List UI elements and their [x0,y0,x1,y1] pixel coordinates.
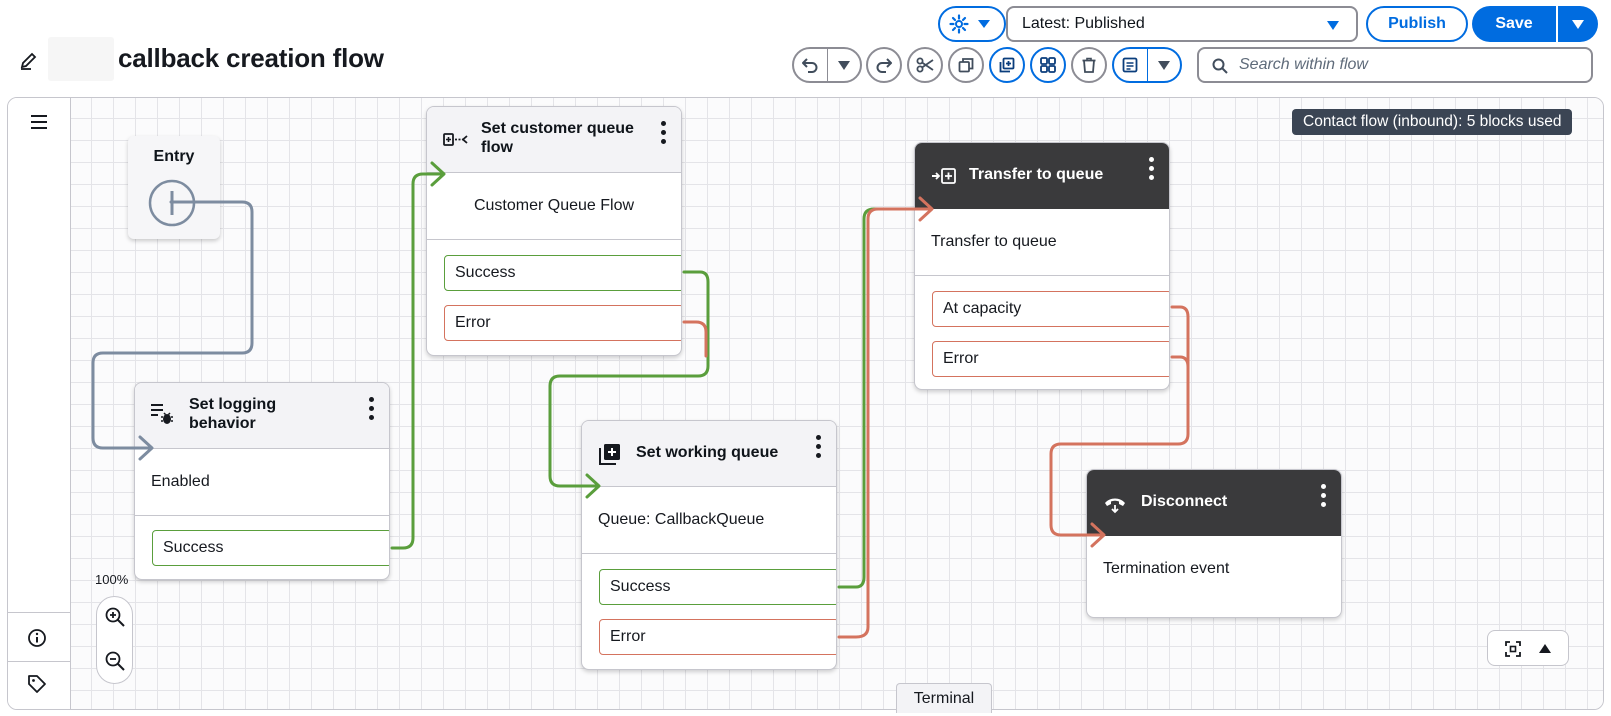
more-options-icon[interactable] [1149,157,1155,181]
disconnect-block[interactable]: Disconnect Termination event [1086,469,1342,618]
set-customer-queue-flow-block[interactable]: Set customer queue flow Customer Queue F… [426,106,682,356]
notes-button[interactable] [1114,49,1147,81]
redo-icon [876,58,892,73]
publish-button[interactable]: Publish [1366,6,1468,42]
error-branch[interactable]: Error [932,341,1169,377]
entry-point-icon [148,179,196,227]
notes-icon [1123,57,1138,73]
settings-button[interactable] [938,6,1006,42]
paste-icon [999,57,1015,73]
success-branch[interactable]: Success [444,255,681,291]
caret-down-icon [1157,61,1170,70]
arrange-button[interactable] [1030,47,1066,83]
block-title-line: Set logging [189,396,277,413]
block-title: Transfer to queue [969,166,1104,183]
scissors-icon [916,57,934,73]
undo-icon [802,58,818,73]
set-working-queue-block[interactable]: Set working queue Queue: CallbackQueue S… [581,420,837,670]
logging-bug-icon [151,404,173,424]
error-branch[interactable]: Error [599,619,836,655]
zoom-in-icon[interactable] [104,606,126,633]
flow-canvas [7,97,1604,710]
redo-button[interactable] [866,47,902,83]
success-branch[interactable]: Success [599,569,836,605]
gear-icon [949,14,990,34]
tag-icon[interactable] [27,674,47,699]
caret-down-icon [1327,21,1339,30]
set-logging-behavior-block[interactable]: Set logging behavior Enabled Success [134,382,390,580]
trash-icon [1082,57,1096,73]
rail-divider [8,612,70,613]
zoom-out-icon[interactable] [104,650,126,677]
save-button-group: Save [1472,6,1598,42]
block-body: Termination event [1103,560,1230,577]
hang-up-icon [1105,498,1125,514]
grid-layout-icon [1040,57,1056,73]
notes-group [1112,47,1182,83]
save-button[interactable]: Save [1495,15,1533,32]
entry-block[interactable]: Entry [128,136,220,239]
info-icon[interactable] [27,628,47,653]
transfer-to-queue-block[interactable]: Transfer to queue Transfer to queue At c… [914,142,1170,390]
copy-icon [958,58,974,73]
undo-group [792,47,862,83]
cut-button[interactable] [907,47,943,83]
more-options-icon[interactable] [369,397,375,421]
block-body: Transfer to queue [915,209,1169,276]
block-body: Customer Queue Flow [427,173,681,240]
collapse-up-icon[interactable] [1538,642,1552,660]
queue-flow-icon [443,133,468,146]
undo-history-button[interactable] [826,49,860,81]
block-body: Enabled [135,449,389,516]
block-title-line: Set customer queue [481,120,634,137]
caret-down-icon [837,61,850,70]
version-select-value: Latest: Published [1022,15,1145,32]
save-options-button[interactable] [1556,6,1598,42]
paste-button[interactable] [989,47,1025,83]
edit-title-icon[interactable] [18,50,40,72]
left-rail [8,98,71,709]
add-queue-icon [599,444,620,465]
block-title-line: behavior [189,415,256,432]
notes-options-button[interactable] [1146,49,1180,81]
more-options-icon[interactable] [1321,484,1327,508]
error-branch[interactable]: Error [444,305,681,341]
search-icon [1212,58,1228,74]
page-title: callback creation flow [118,43,384,73]
delete-button[interactable] [1071,47,1107,83]
blocks-used-badge: Contact flow (inbound): 5 blocks used [1292,109,1573,135]
entry-title: Entry [153,148,195,165]
view-controls [1487,630,1569,666]
more-options-icon[interactable] [661,121,667,145]
caret-down-icon [1572,20,1584,29]
block-title-line: flow [481,139,513,156]
success-branch[interactable]: Success [152,530,389,566]
menu-icon[interactable] [30,114,48,135]
undo-button[interactable] [794,49,827,81]
rail-divider [8,661,70,662]
at-capacity-branch[interactable]: At capacity [932,291,1169,327]
search-field[interactable] [1197,47,1593,83]
zoom-level: 100% [95,572,129,587]
transfer-queue-icon [932,168,956,184]
block-title: Disconnect [1141,493,1228,510]
more-options-icon[interactable] [816,435,822,459]
zoom-controls [96,596,133,684]
block-title: Set working queue [636,444,779,461]
terminal-tab[interactable]: Terminal [896,683,992,713]
copy-button[interactable] [948,47,984,83]
version-select[interactable]: Latest: Published [1006,6,1358,42]
redacted-title-prefix [48,37,114,81]
fit-to-screen-icon[interactable] [1504,640,1522,663]
search-input[interactable] [1239,56,1591,74]
block-body: Queue: CallbackQueue [582,487,836,554]
